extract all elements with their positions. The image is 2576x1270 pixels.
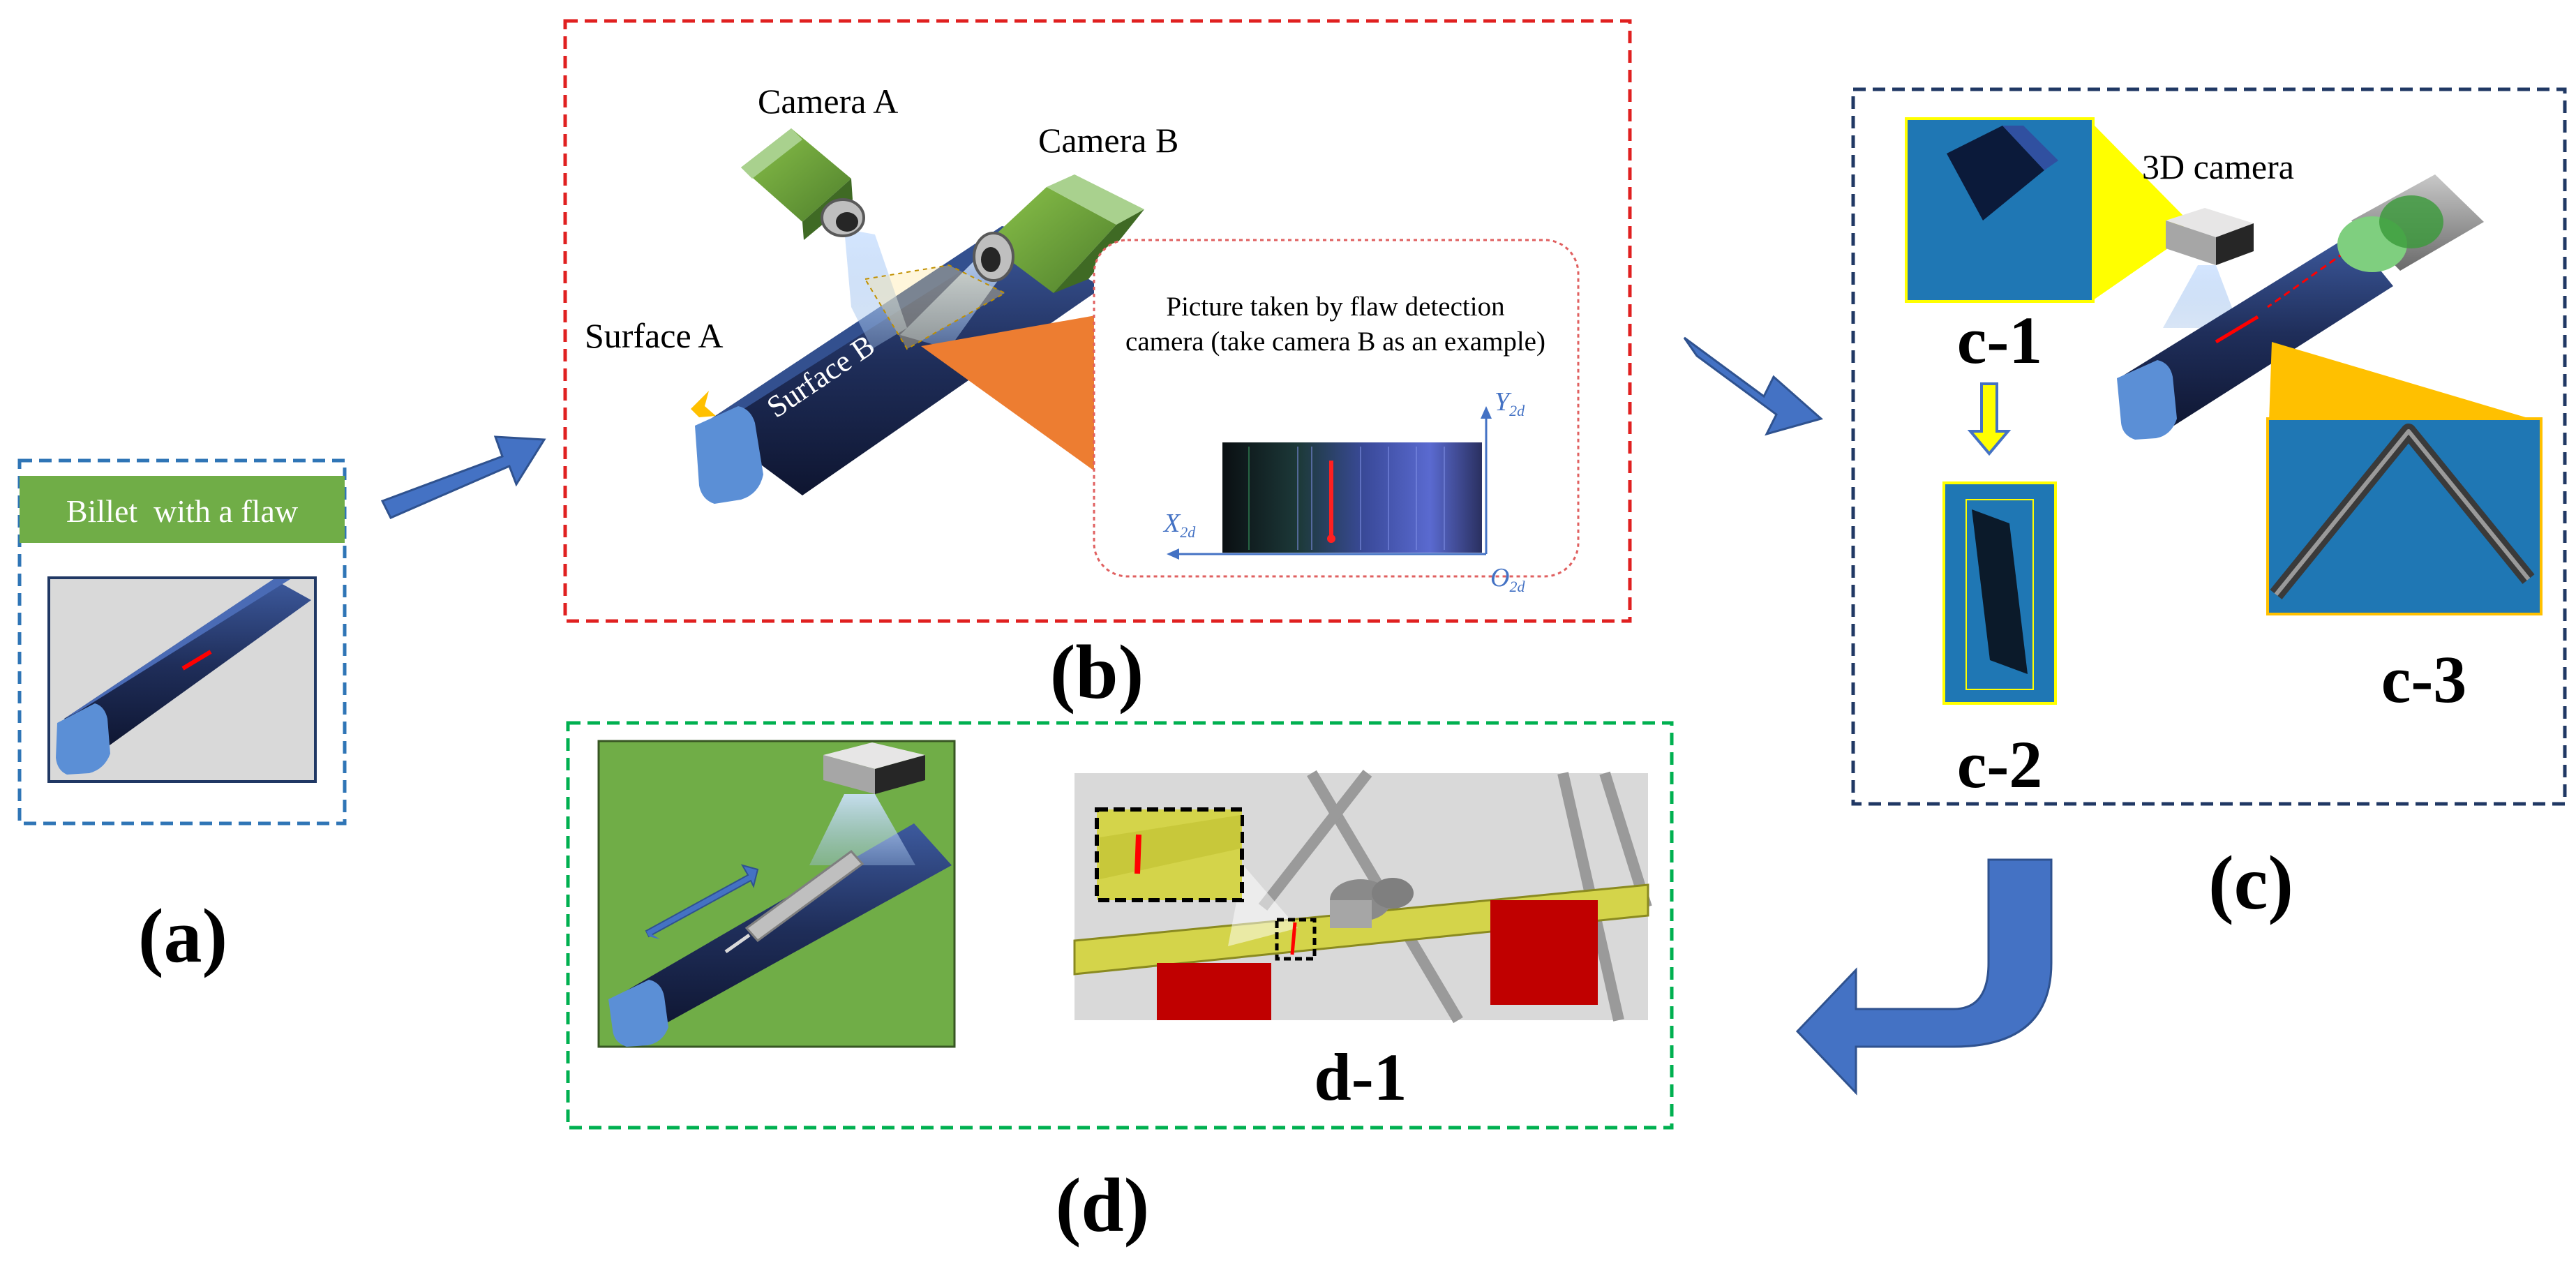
panel-d-label: (d) — [1056, 1163, 1149, 1248]
projection-wedge — [921, 315, 1095, 472]
laser-beam — [2267, 251, 2345, 308]
camera-b-icon — [973, 174, 1144, 293]
surface-a-label: Surface A — [585, 316, 724, 355]
c1-label: c-1 — [1957, 303, 2043, 378]
axis-o-label: O2d — [1490, 563, 1525, 595]
panel-a-label: (a) — [138, 893, 227, 978]
panel-d-frame — [566, 721, 1674, 1130]
camera-3d-label: 3D camera — [2142, 147, 2294, 186]
arrow-right-icon — [1683, 336, 1824, 436]
axis-y-label: Y2d — [1495, 387, 1525, 419]
camera-3d-icon — [823, 742, 925, 794]
yellow-wedge — [2093, 124, 2184, 300]
laser-projector-icon — [2337, 174, 2484, 272]
c3-label: c-3 — [2381, 642, 2467, 717]
d1-robot-arm — [1330, 878, 1414, 928]
panel-d: d-1 — [566, 721, 1674, 1130]
scan-streaks — [1248, 447, 1445, 550]
billet-banner-text: Billet with a flaw — [66, 493, 299, 529]
billet-illustration — [56, 579, 311, 775]
arrow-right-icon — [380, 435, 546, 519]
axis-x-label: X2d — [1162, 509, 1196, 541]
picture-caption-line2: camera (take camera B as an example) — [1125, 327, 1545, 357]
panel-b-frame — [563, 19, 1632, 623]
panel-a-frame — [17, 458, 347, 826]
laser-line — [2215, 315, 2259, 344]
flaw-mark — [181, 650, 212, 671]
flaw-detection-image — [1222, 442, 1482, 553]
d1-red-block-right — [1490, 900, 1598, 1005]
camera-a-label: Camera A — [758, 82, 898, 121]
light-cone-d — [809, 794, 915, 865]
panel-c: 3D camera c-1 — [1851, 87, 2567, 806]
panel-a: Billet with a flaw (a) — [17, 458, 347, 978]
scan-region — [864, 264, 1007, 350]
arrow-down-icon — [1967, 382, 2012, 456]
curved-arrow-icon — [1795, 858, 2053, 1096]
camera-b-label: Camera B — [1038, 121, 1178, 160]
grinder-tool-icon — [724, 849, 864, 954]
billet-banner — [20, 476, 345, 543]
c3-image — [2266, 417, 2543, 615]
arrow-left-icon — [645, 864, 759, 938]
camera-3d-icon — [2166, 208, 2254, 265]
d1-red-block-left — [1157, 963, 1271, 1020]
amber-wedge — [2269, 342, 2540, 421]
d1-zoom-beam — [1228, 865, 1298, 946]
panel-c-frame — [1851, 87, 2567, 806]
d1-focus-box — [1275, 918, 1317, 961]
panel-b-label: (b) — [1050, 629, 1144, 715]
d1-label: d-1 — [1314, 1040, 1407, 1114]
billet-grinding-illustration — [608, 823, 952, 1047]
light-cone-3d — [2163, 265, 2240, 328]
picture-caption-line1: Picture taken by flaw detection — [1166, 292, 1504, 322]
panel-c-label: (c) — [2208, 840, 2293, 925]
c2-label: c-2 — [1957, 727, 2043, 802]
billet-3d-illustration — [2117, 234, 2393, 440]
camera-a-icon — [741, 128, 865, 240]
light-cone-a — [844, 229, 907, 349]
arrow-surface-a-icon — [691, 391, 716, 417]
panel-b: Surface B Camera A Camera B Surface A — [563, 19, 1632, 715]
